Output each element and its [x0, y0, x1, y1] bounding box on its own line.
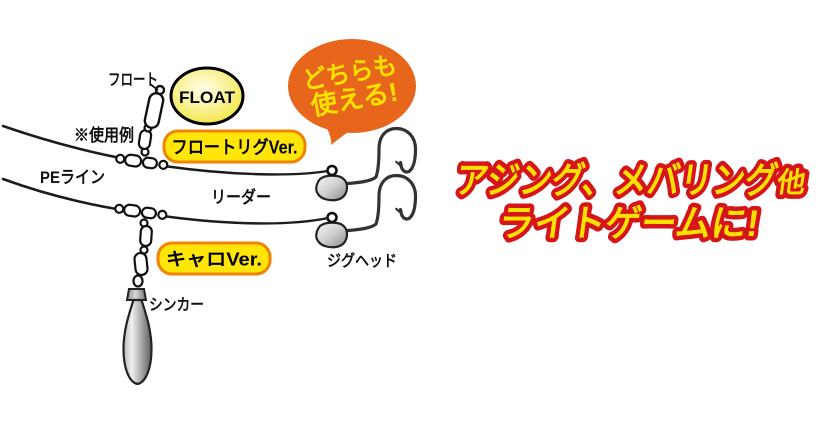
leader-line-1 [162, 164, 330, 176]
float-label: フロート [108, 72, 158, 89]
caro-dropper [132, 218, 153, 288]
jig-head-eyelet-1 [326, 164, 338, 177]
pe-line-label: PEライン [40, 168, 105, 187]
headline-line1-main: アジング、メバリング [453, 159, 781, 201]
sinker-cap [125, 288, 148, 301]
headline-line1: アジング、メバリング他 [453, 159, 809, 201]
headline-line2-text: ライトゲームに! [496, 202, 762, 244]
float-rig-badge: フロートリグVer. [162, 129, 307, 164]
jig-rig-2 [315, 173, 418, 249]
swivel-1 [115, 153, 169, 170]
float-oval [169, 66, 245, 126]
float-label-pointer [149, 83, 159, 91]
headline-line2: ライトゲームに! [496, 202, 762, 244]
headline: アジング、メバリング他 ライトゲームに! [448, 155, 812, 249]
caro-rig-badge-label: キャロVer. [166, 250, 262, 270]
float-dropper [137, 84, 166, 157]
sinker-label: シンカー [149, 296, 204, 314]
caro-rig-badge: キャロVer. [156, 241, 272, 276]
hook-barb-1 [395, 160, 403, 168]
float-oval-label: FLOAT [179, 88, 236, 107]
sinker [122, 288, 153, 386]
swivel-2 [114, 203, 168, 220]
jig-head-label: ジグヘッド [327, 251, 397, 270]
hook-2 [337, 173, 418, 233]
jig-head-1 [315, 174, 349, 202]
headline-line1-suffix: 他 [774, 167, 807, 198]
hook-1 [337, 126, 418, 186]
hook-barb-2 [395, 207, 403, 215]
speech-bubble: どちらも 使える! [288, 39, 416, 145]
float-rig-badge-label: フロートリグVer. [172, 137, 298, 158]
leader-label: リーダー [211, 187, 271, 207]
sinker-body [122, 298, 153, 386]
speech-bubble-body [288, 39, 416, 133]
usage-note-label: ※使用例 [74, 125, 134, 145]
jig-head-eyelet-2 [326, 211, 338, 224]
jig-head-2 [315, 221, 349, 249]
leader-line-2 [161, 214, 330, 225]
